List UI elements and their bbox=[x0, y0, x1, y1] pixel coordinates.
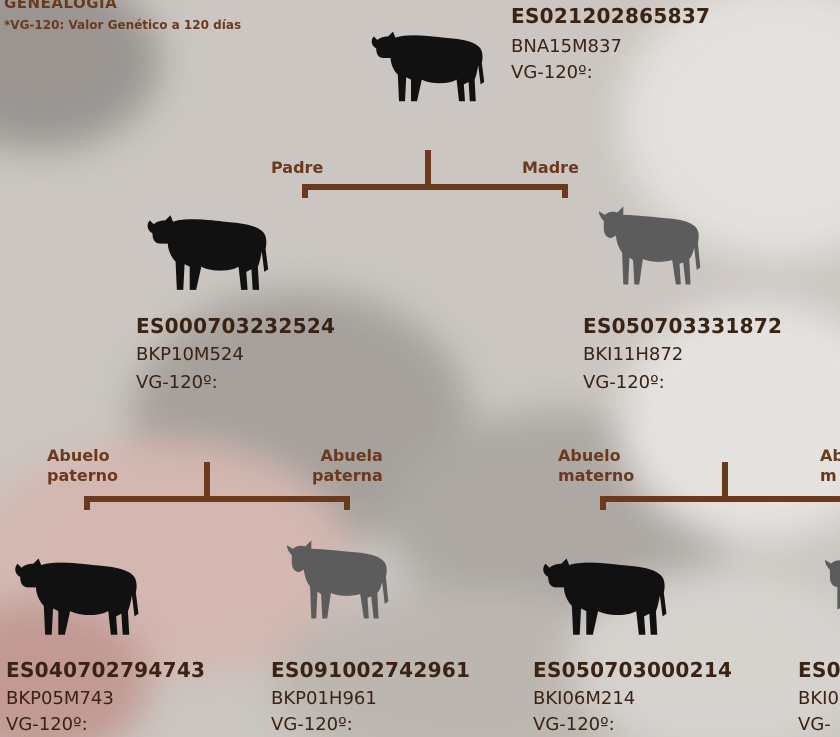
grandparent-2-id: ES091002742961 bbox=[271, 658, 471, 682]
root-animal-code: BNA15M837 bbox=[511, 36, 622, 57]
connector-left-drop bbox=[302, 184, 308, 198]
mother-id: ES050703331872 bbox=[583, 314, 783, 338]
connector-horizontal bbox=[302, 184, 568, 190]
page-title: GENEALOGÍA bbox=[4, 0, 118, 12]
maternal-left-drop bbox=[600, 496, 606, 510]
label-abuelo-paterno: Abuelo paterno bbox=[47, 446, 119, 485]
paternal-horizontal bbox=[84, 496, 350, 502]
bull-icon bbox=[371, 31, 485, 102]
cow-icon bbox=[824, 559, 840, 610]
father-id: ES000703232524 bbox=[136, 314, 336, 338]
grandparent-2-code: BKP01H961 bbox=[271, 688, 377, 709]
grandparent-1-vg: VG-120º: bbox=[6, 714, 88, 735]
grandparent-4-vg: VG- bbox=[798, 714, 831, 735]
root-animal-id: ES021202865837 bbox=[511, 4, 711, 28]
bull-icon bbox=[543, 558, 667, 635]
grandparent-4-id: ES0 bbox=[798, 658, 840, 682]
label-abuela-paterna: Abuela paterna bbox=[312, 446, 383, 485]
grandparent-1-id: ES040702794743 bbox=[6, 658, 206, 682]
grandparent-2-vg: VG-120º: bbox=[271, 714, 353, 735]
mother-code: BKI11H872 bbox=[583, 344, 684, 365]
paternal-right-drop bbox=[344, 496, 350, 510]
bull-icon bbox=[15, 558, 139, 635]
paternal-left-drop bbox=[84, 496, 90, 510]
label-abuela-materna: Ab m bbox=[820, 446, 840, 485]
label-padre: Padre bbox=[271, 158, 324, 177]
paternal-stem bbox=[204, 462, 210, 498]
father-code: BKP10M524 bbox=[136, 344, 244, 365]
connector-right-drop bbox=[562, 184, 568, 198]
bull-icon bbox=[147, 215, 269, 290]
cow-icon bbox=[286, 540, 389, 619]
grandparent-4-code: BKI0 bbox=[798, 688, 839, 709]
label-abuelo-materno: Abuelo materno bbox=[558, 446, 635, 485]
maternal-stem bbox=[722, 462, 728, 498]
label-madre: Madre bbox=[522, 158, 579, 177]
connector-stem bbox=[425, 150, 431, 186]
maternal-horizontal bbox=[600, 496, 840, 502]
root-animal-vg: VG-120º: bbox=[511, 62, 593, 83]
grandparent-3-code: BKI06M214 bbox=[533, 688, 636, 709]
cow-icon bbox=[598, 206, 701, 285]
grandparent-3-vg: VG-120º: bbox=[533, 714, 615, 735]
mother-vg: VG-120º: bbox=[583, 372, 665, 393]
father-vg: VG-120º: bbox=[136, 372, 218, 393]
grandparent-3-id: ES050703000214 bbox=[533, 658, 733, 682]
grandparent-1-code: BKP05M743 bbox=[6, 688, 114, 709]
page-subtitle: *VG-120: Valor Genético a 120 días bbox=[4, 18, 242, 32]
